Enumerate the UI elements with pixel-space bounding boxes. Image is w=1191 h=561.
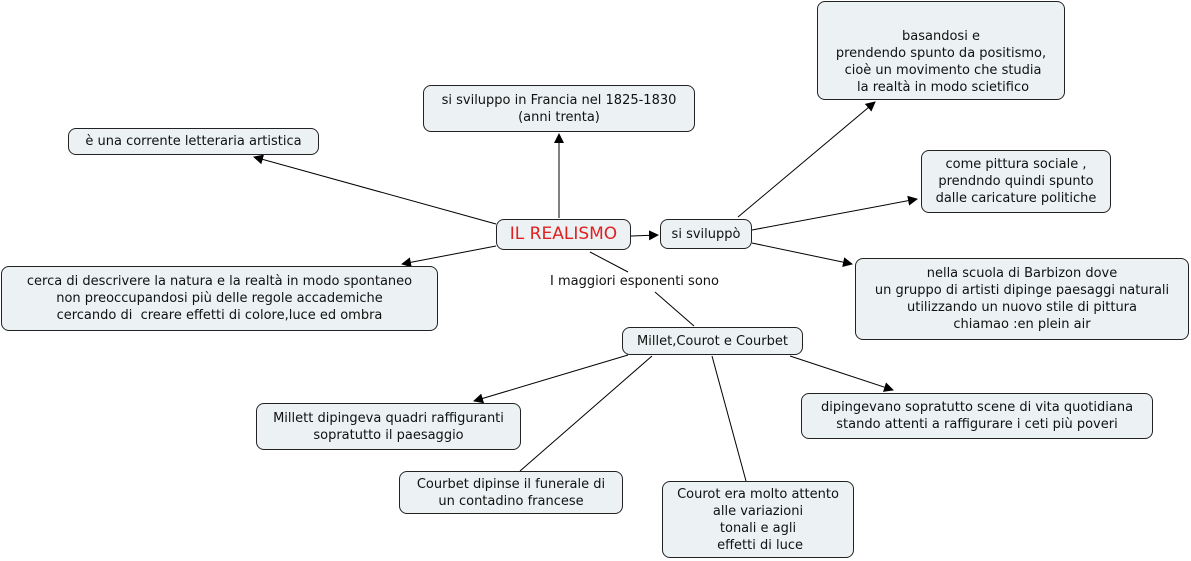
- link-esponenti-to-millett: [473, 354, 629, 404]
- link-esponenti-to-courot: [711, 355, 747, 482]
- node-courbet[interactable]: Courbet dipinse il funerale di un contad…: [399, 471, 623, 514]
- link-sviluppo-to-positivismo: [737, 101, 876, 218]
- node-descrivere-natura[interactable]: cerca di descrivere la natura e la realt…: [1, 266, 438, 331]
- link-esponenti-to-scene: [789, 355, 894, 392]
- node-pittura-sociale[interactable]: come pittura sociale , prendndo quindi s…: [921, 150, 1111, 213]
- link-phrase-to-esponenti: [654, 291, 695, 327]
- linking-phrase-maggiori-esponenti: I maggiori esponenti sono: [548, 273, 721, 290]
- link-sviluppo-to-pittura: [751, 195, 918, 231]
- node-corrente-letteraria[interactable]: è una corrente letteraria artistica: [68, 128, 319, 155]
- node-millett[interactable]: Millett dipingeva quadri raffiguranti so…: [256, 403, 521, 450]
- link-main-to-corrente: [253, 154, 497, 225]
- node-positivismo[interactable]: basandosi e prendendo spunto da positism…: [817, 1, 1065, 100]
- main-concept-node[interactable]: IL REALISMO: [496, 219, 631, 250]
- link-main-to-descrivere: [401, 245, 497, 268]
- node-si-sviluppo[interactable]: si sviluppò: [660, 219, 752, 249]
- link-esponenti-to-courbet: [519, 355, 653, 472]
- node-sviluppo-francia[interactable]: si sviluppo in Francia nel 1825-1830 (an…: [423, 85, 695, 132]
- link-main-to-phrase: [589, 251, 629, 273]
- link-main-to-sviluppo: [630, 230, 659, 241]
- node-esponenti[interactable]: Millet,Courot e Courbet: [622, 327, 803, 355]
- node-courot[interactable]: Courot era molto attento alle variazioni…: [662, 481, 854, 558]
- node-scene-quotidiane[interactable]: dipingevano sopratutto scene di vita quo…: [801, 393, 1153, 439]
- link-sviluppo-to-barbizon: [751, 242, 853, 268]
- node-scuola-barbizon[interactable]: nella scuola di Barbizon dove un gruppo …: [855, 258, 1189, 340]
